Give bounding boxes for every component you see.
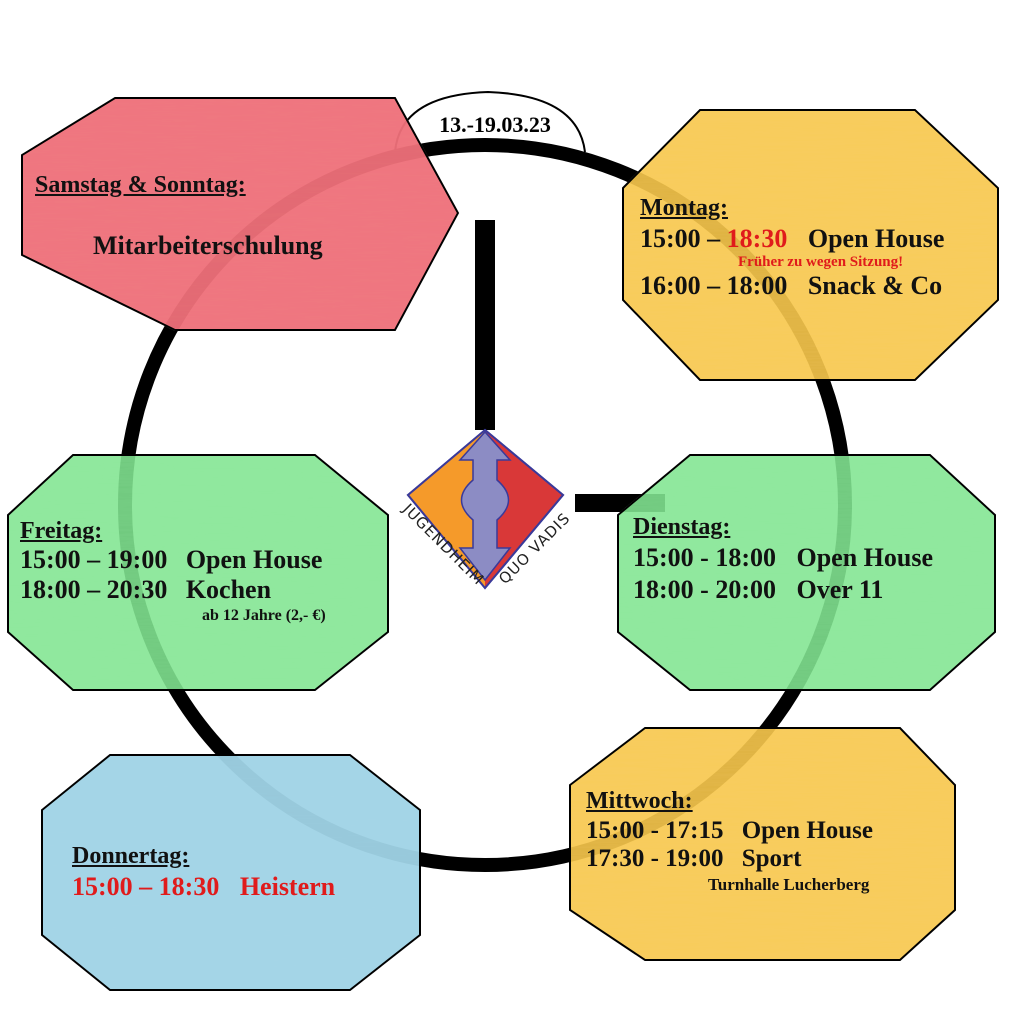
tuesday-block: Dienstag: 15:00 - 18:00 Open House 18:00…	[633, 514, 933, 605]
monday-row-1-start: 15:00 –	[640, 224, 721, 253]
hex-tuesday	[617, 454, 996, 691]
tuesday-row-2: 18:00 - 20:00 Over 11	[633, 575, 933, 605]
weekend-event: Mitarbeiterschulung	[93, 231, 323, 260]
thursday-block: Donnertag: 15:00 – 18:30 Heistern	[72, 843, 335, 902]
tuesday-row-2-time: 18:00 - 20:00	[633, 575, 776, 604]
monday-row-1-event: Open House	[807, 224, 945, 253]
tuesday-heading: Dienstag:	[633, 514, 731, 540]
monday-heading: Montag:	[640, 195, 728, 221]
monday-row-2-event: Snack & Co	[807, 271, 943, 300]
thursday-row-1-event: Heistern	[239, 872, 336, 901]
date-range: 13.-19.03.23	[439, 112, 551, 137]
monday-row-2: 16:00 – 18:00 Snack & Co	[640, 271, 944, 301]
friday-row-1-event: Open House	[185, 545, 323, 574]
monday-row-2-time: 16:00 – 18:00	[640, 271, 788, 300]
friday-row-1: 15:00 – 19:00 Open House	[20, 545, 326, 575]
wednesday-row-1: 15:00 - 17:15 Open House	[586, 817, 873, 845]
tuesday-row-1: 15:00 - 18:00 Open House	[633, 543, 933, 573]
hex-monday	[622, 109, 999, 381]
wednesday-row-1-time: 15:00 - 17:15	[586, 817, 724, 844]
quo-vadis-logo: JUGENDHEIM QUO VADIS	[398, 428, 574, 590]
friday-row-2-event: Kochen	[185, 575, 272, 604]
wednesday-note: Turnhalle Lucherberg	[708, 875, 870, 894]
thursday-row-1-time: 15:00 – 18:30	[72, 872, 220, 901]
friday-block: Freitag: 15:00 – 19:00 Open House 18:00 …	[20, 518, 326, 625]
wednesday-row-2-time: 17:30 - 19:00	[586, 845, 724, 872]
friday-row-2-time: 18:00 – 20:30	[20, 575, 168, 604]
thursday-heading: Donnertag:	[72, 843, 190, 869]
wednesday-row-2: 17:30 - 19:00 Sport	[586, 845, 873, 873]
hex-friday	[7, 454, 389, 691]
tuesday-row-1-event: Open House	[796, 543, 934, 572]
weekend-block: Samstag & Sonntag: Mitarbeiterschulung	[35, 172, 323, 261]
tuesday-row-2-event: Over 11	[796, 575, 884, 604]
wednesday-block: Mittwoch: 15:00 - 17:15 Open House 17:30…	[586, 788, 873, 895]
tuesday-row-1-time: 15:00 - 18:00	[633, 543, 776, 572]
thursday-row-1: 15:00 – 18:30 Heistern	[72, 872, 335, 902]
wednesday-row-2-event: Sport	[741, 845, 802, 872]
hex-thursday	[41, 754, 421, 991]
monday-block: Montag: 15:00 – 18:30 Open House Früher …	[640, 195, 944, 301]
friday-row-2: 18:00 – 20:30 Kochen	[20, 575, 326, 605]
monday-row-1-end: 18:30	[726, 224, 788, 253]
wednesday-heading: Mittwoch:	[586, 788, 693, 814]
wednesday-row-1-event: Open House	[741, 817, 874, 844]
center-bar-vertical	[475, 220, 495, 430]
monday-note: Früher zu wegen Sitzung!	[738, 254, 904, 270]
hex-wednesday	[569, 727, 956, 961]
friday-row-1-time: 15:00 – 19:00	[20, 545, 168, 574]
friday-heading: Freitag:	[20, 518, 103, 544]
hex-weekend	[21, 97, 460, 331]
monday-row-1: 15:00 – 18:30 Open House	[640, 224, 944, 254]
friday-note: ab 12 Jahre (2,- €)	[202, 607, 326, 624]
weekend-heading: Samstag & Sonntag:	[35, 172, 246, 198]
